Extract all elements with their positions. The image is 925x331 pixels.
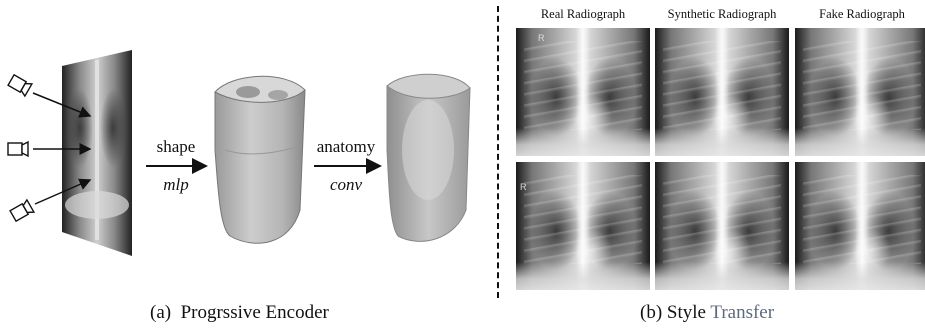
progressive-encoder-diagram bbox=[0, 0, 497, 300]
camera-icon bbox=[8, 74, 32, 96]
synthetic-radiograph-image bbox=[655, 28, 789, 156]
radiograph-side-marker: R bbox=[520, 182, 527, 192]
anatomy-label: anatomy bbox=[308, 137, 384, 157]
radiograph-side-marker: R bbox=[538, 33, 545, 43]
shape-mesh-3d bbox=[215, 76, 305, 243]
camera-icon bbox=[10, 200, 34, 222]
panel-b-caption-suffix: Transfer bbox=[710, 302, 774, 323]
fake-radiograph-image bbox=[795, 28, 925, 156]
real-radiograph-image: R bbox=[516, 162, 650, 290]
panel-b-caption: (b) Style Transfer bbox=[640, 302, 774, 324]
header-fake-radiograph: Fake Radiograph bbox=[795, 7, 925, 22]
real-radiograph-image: R bbox=[516, 28, 650, 156]
panel-b-caption-prefix: (b) Style bbox=[640, 302, 710, 323]
panel-a-caption: (a) Progrssive Encoder bbox=[150, 302, 329, 324]
fake-radiograph-image bbox=[795, 162, 925, 290]
panel-divider bbox=[497, 6, 499, 298]
header-synthetic-radiograph: Synthetic Radiograph bbox=[655, 7, 789, 22]
anatomy-volume-3d bbox=[387, 74, 470, 241]
synthetic-radiograph-image bbox=[655, 162, 789, 290]
conv-label: conv bbox=[308, 175, 384, 195]
camera-icon bbox=[8, 142, 28, 156]
header-real-radiograph: Real Radiograph bbox=[516, 7, 650, 22]
xray-projection-plane bbox=[62, 50, 132, 256]
shape-label: shape bbox=[148, 137, 204, 157]
mlp-label: mlp bbox=[148, 175, 204, 195]
